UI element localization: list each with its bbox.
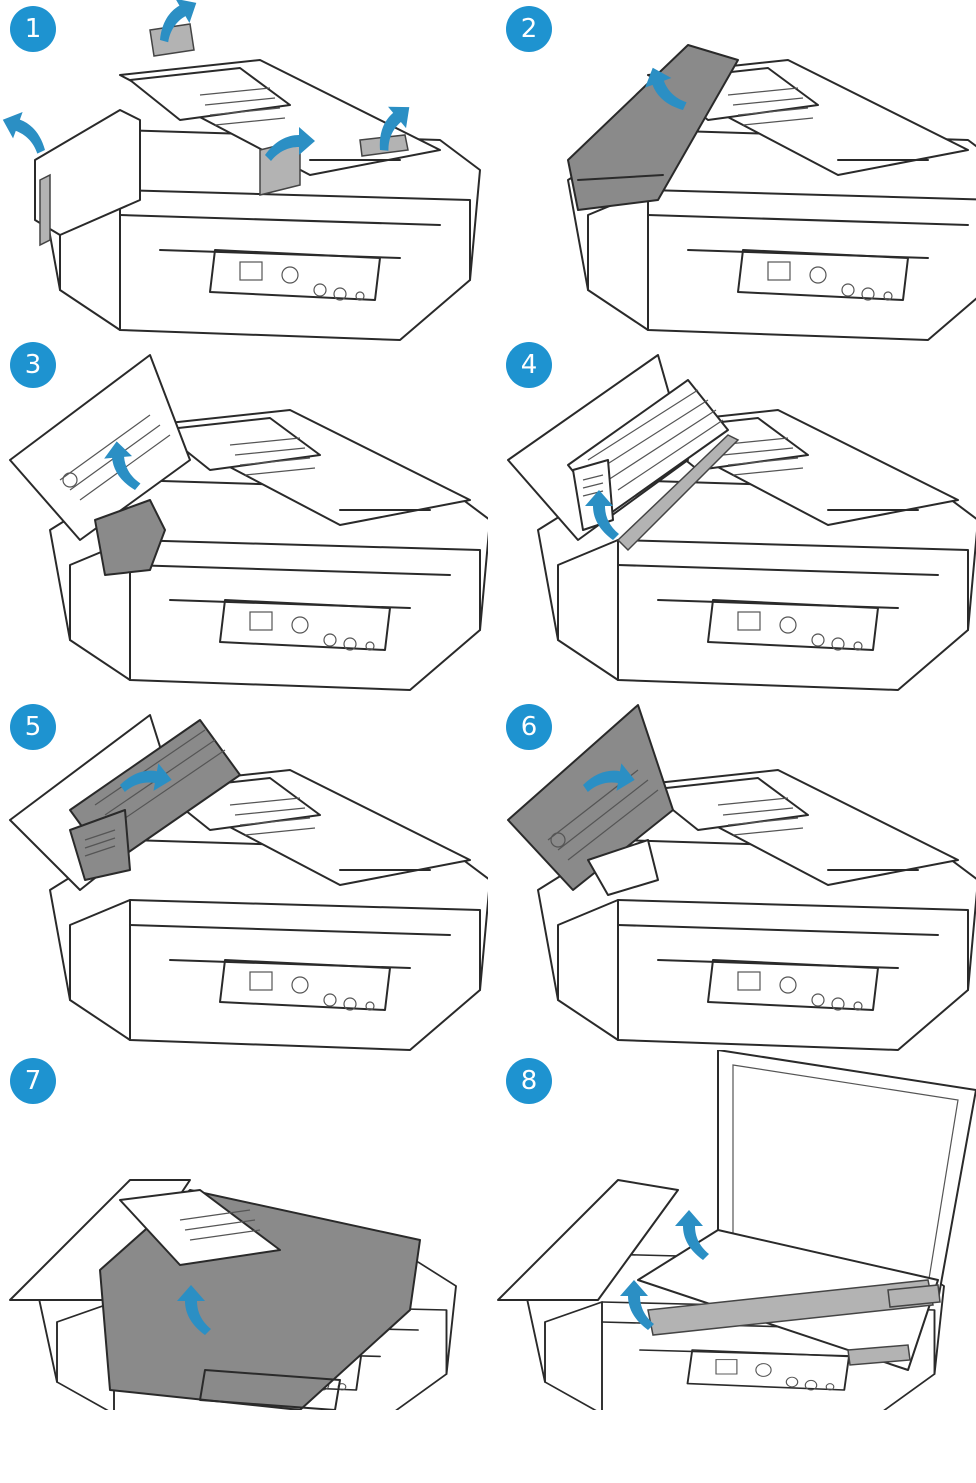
- scanner-lift-adf-input-tray-icon: [0, 1050, 488, 1410]
- step-number-badge: 5: [10, 704, 56, 750]
- step-panel-4: 4: [488, 340, 976, 700]
- step-number-badge: 6: [506, 704, 552, 750]
- scanner-open-lid-remove-tape-icon: [488, 1050, 976, 1410]
- scanner-lift-roller-module-icon: [488, 340, 976, 700]
- step-panel-1: 1: [0, 0, 488, 360]
- step-panel-3: 3: [0, 340, 488, 700]
- step-number-badge: 8: [506, 1058, 552, 1104]
- step-panel-8: 8: [488, 1050, 976, 1410]
- step-panel-2: 2: [488, 0, 976, 360]
- step-panel-5: 5: [0, 700, 488, 1060]
- step-number-badge: 1: [10, 6, 56, 52]
- scanner-lift-pad-cover-icon: [0, 340, 488, 700]
- step-number-badge: 7: [10, 1058, 56, 1104]
- step-number-badge: 3: [10, 342, 56, 388]
- scanner-open-adf-cover-icon: [488, 0, 976, 360]
- step-number-badge: 4: [506, 342, 552, 388]
- step-panel-6: 6: [488, 700, 976, 1060]
- step-number-badge: 2: [506, 6, 552, 52]
- step-panel-7: 7: [0, 1050, 488, 1410]
- scanner-close-adf-cover-icon: [488, 700, 976, 1060]
- scanner-remove-tape-icon: [0, 0, 488, 360]
- scanner-rotate-roller-module-icon: [0, 700, 488, 1060]
